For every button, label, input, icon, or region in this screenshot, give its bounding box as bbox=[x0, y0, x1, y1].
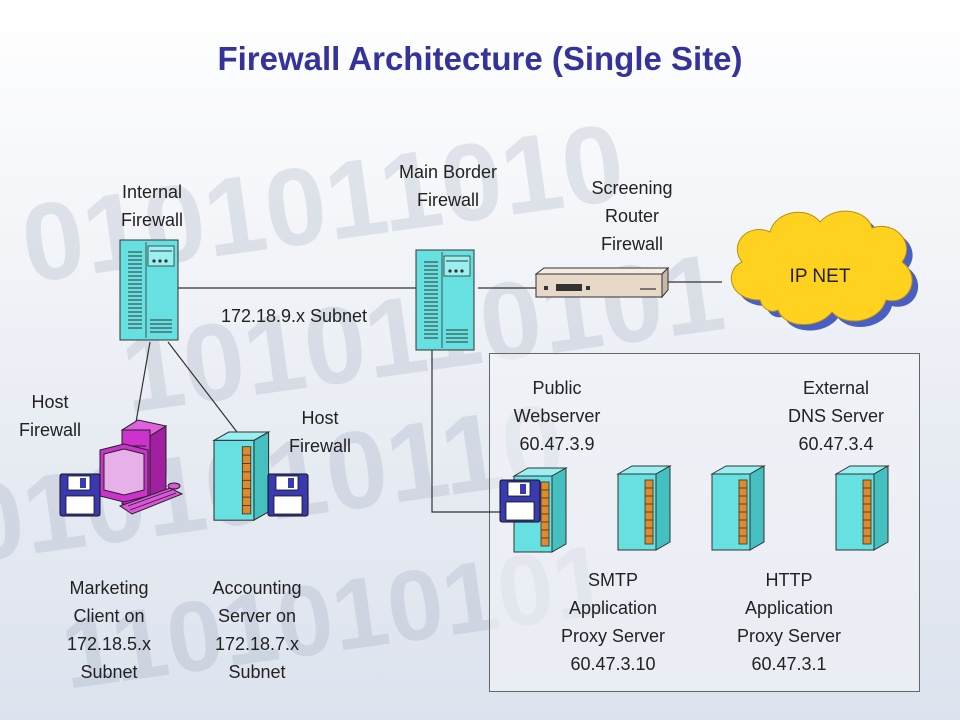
line-internal-to-accounting bbox=[167, 341, 241, 437]
smtp-proxy-server-icon bbox=[617, 465, 671, 551]
accounting-floppy-icon bbox=[267, 473, 309, 517]
accounting-server-icon bbox=[213, 431, 270, 521]
screening-router-icon bbox=[534, 266, 670, 299]
marketing-workstation-icon bbox=[99, 419, 184, 515]
http-proxy-server-icon bbox=[711, 465, 765, 551]
public-webserver-floppy-icon bbox=[499, 479, 541, 523]
marketing-floppy-icon bbox=[59, 473, 101, 517]
internal-firewall-tower-icon bbox=[119, 239, 179, 341]
external-dns-server-icon bbox=[835, 465, 889, 551]
page-title: Firewall Architecture (Single Site) bbox=[217, 40, 743, 77]
subnet-label: 172.18.9.x Subnet bbox=[220, 306, 368, 326]
ip-net-label: IP NET bbox=[789, 266, 851, 287]
line-border-to-dmz bbox=[431, 350, 500, 513]
ip-net-cloud-icon bbox=[730, 210, 919, 331]
line-internal-to-marketing bbox=[135, 341, 151, 423]
main-border-firewall-tower-icon bbox=[415, 249, 475, 351]
